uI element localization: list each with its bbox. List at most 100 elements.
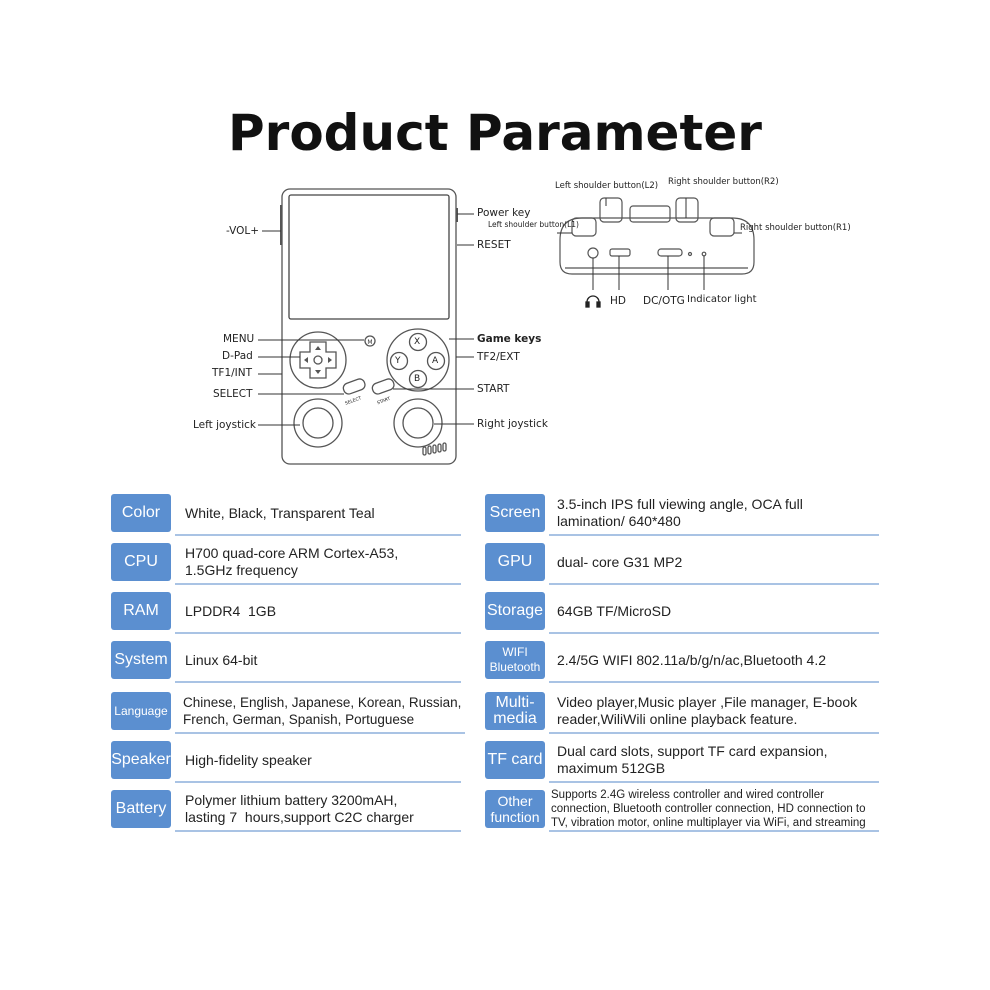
spec-row-language: Language Chinese, English, Japanese, Kor… [111,690,466,734]
spec-value: 2.4/5G WIFI 802.11a/b/g/n/ac,Bluetooth 4… [557,651,827,668]
spec-value: Chinese, English, Japanese, Korean, Russ… [183,695,462,727]
spec-underline [175,781,461,783]
spec-row-battery: Battery Polymer lithium battery 3200mAH,… [111,788,461,832]
device-body [281,188,457,465]
spec-value: White, Black, Transparent Teal [185,504,375,521]
spec-key: Multi-media [485,692,545,730]
spec-underline [549,583,879,585]
spec-value: Linux 64-bit [185,651,258,668]
screen-bezel [288,194,450,320]
start-button [371,378,395,395]
spec-value: dual- core G31 MP2 [557,553,683,570]
dpad-ring [289,331,347,389]
menu-letter: M [367,339,372,346]
spec-row-color: Color White, Black, Transparent Teal [111,492,461,536]
spec-row-storage: Storage 64GB TF/MicroSD [485,590,880,634]
spec-key: Storage [485,592,545,630]
spec-underline [549,681,879,683]
l1-label: Left shoulder button(L1) [488,220,579,229]
button-x-label: X [414,337,421,347]
spec-underline [175,583,461,585]
shoulder-r1 [709,217,735,237]
r2-label: Right shoulder button(R2) [668,177,779,187]
spec-key: Language [111,692,171,730]
reset-label: RESET [477,239,511,251]
spec-key: Speaker [111,741,171,779]
spec-row-multimedia: Multi-media Video player,Music player ,F… [485,690,880,734]
button-y-label: Y [395,356,401,366]
menu-label: MENU [223,333,255,345]
spec-key: GPU [485,543,545,581]
right-joystick-inner [402,407,434,439]
button-b [408,369,428,389]
button-a-label: A [432,356,439,366]
spec-underline [549,781,879,783]
spec-value: Supports 2.4G wireless controller and wi… [551,789,866,829]
spec-row-system: System Linux 64-bit [111,639,461,683]
spec-underline [175,681,461,683]
shoulder-l1 [571,217,597,237]
power-key-label: Power key [477,207,531,219]
spec-key: Color [111,494,171,532]
spec-key: Battery [111,790,171,828]
spec-underline [549,830,879,832]
spec-underline [175,534,461,536]
spec-row-ram: RAM LPDDR4 1GB [111,590,461,634]
spec-value: 3.5-inch IPS full viewing angle, OCA ful… [557,496,803,529]
spec-value: High-fidelity speaker [185,751,312,768]
top-body [559,217,755,275]
spec-row-speaker: Speaker High-fidelity speaker [111,739,461,783]
tf2-label: TF2/EXT [477,351,520,363]
dpad-cross [299,341,337,379]
dpad-label: D-Pad [222,350,253,362]
game-keys-label: Game keys [477,333,542,345]
r1-label: Right shoulder button(R1) [740,223,851,233]
spec-row-other: Other function Supports 2.4G wireless co… [485,788,885,832]
spec-value: Dual card slots, support TF card expansi… [557,743,828,776]
left-joystick-label: Left joystick [193,419,257,431]
spec-value: H700 quad-core ARM Cortex-A53, 1.5GHz fr… [185,545,399,578]
spec-key: Other function [485,790,545,828]
left-joystick-inner [302,407,334,439]
dc-otg-port [657,248,683,257]
right-joystick-label: Right joystick [477,418,548,430]
shoulder-r2 [675,197,699,223]
speaker-grille [422,442,447,456]
spec-key: CPU [111,543,171,581]
headphone-jack [587,247,599,259]
spec-underline [549,534,879,536]
left-joystick-outer [293,398,343,448]
menu-button [364,335,376,347]
spec-value: LPDDR4 1GB [185,602,277,619]
spec-key: Screen [485,494,545,532]
spec-underline [175,732,465,734]
select-button [342,378,366,395]
spec-value: Video player,Music player ,File manager,… [557,694,858,727]
start-label: START [477,383,510,395]
spec-value: 64GB TF/MicroSD [557,602,672,619]
spec-underline [549,632,879,634]
spec-underline [175,632,461,634]
button-y [389,351,409,371]
spec-value: Polymer lithium battery 3200mAH, lasting… [185,792,414,825]
spec-key: TF card [485,741,545,779]
button-a [426,351,446,371]
page-title: Product Parameter [228,104,762,162]
select-label: SELECT [213,388,253,400]
spec-key: WIFI Bluetooth [485,641,545,679]
face-buttons-ring [386,328,450,392]
spec-underline [175,830,461,832]
spec-row-wifi: WIFI Bluetooth 2.4/5G WIFI 802.11a/b/g/n… [485,639,880,683]
headphone-glyph [585,295,601,308]
spec-row-gpu: GPU dual- core G31 MP2 [485,541,880,585]
hd-port [609,248,631,257]
spec-row-tfcard: TF card Dual card slots, support TF card… [485,739,880,783]
l2-label: Left shoulder button(L2) [555,181,659,191]
dc-otg-label: DC/OTG [643,295,685,307]
button-b-label: B [414,374,421,384]
button-x [408,332,428,352]
spec-key: System [111,641,171,679]
indicator-light [701,251,707,257]
spec-underline [549,732,879,734]
indicator-label: Indicator light [687,294,757,305]
